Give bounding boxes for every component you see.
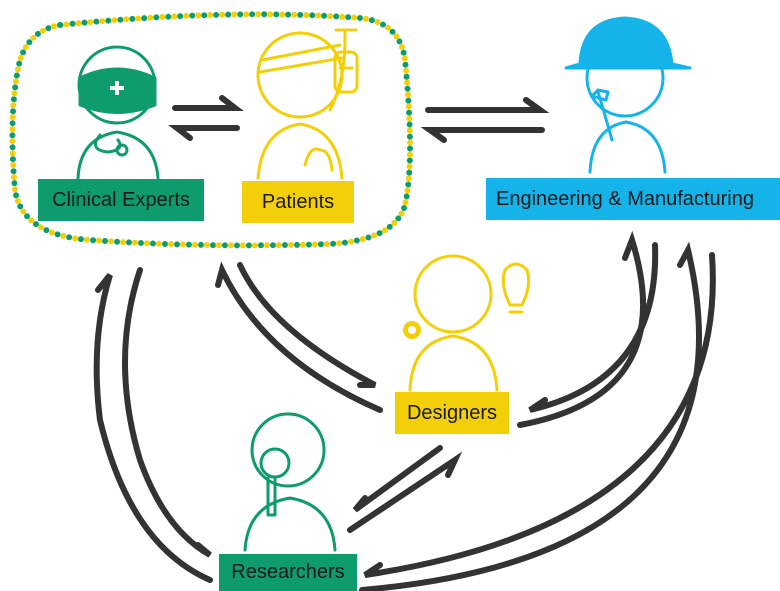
hardhat-worker-icon: [564, 16, 692, 174]
arrow-researchers-to-group: [93, 273, 213, 583]
surgeon-icon: [76, 45, 160, 180]
arrow-designers-to-researchers: [352, 445, 443, 513]
researchers-label: Researchers: [219, 554, 357, 591]
arrow-patients-to-clinical: [168, 125, 240, 141]
arrow-engineering-to-researchers: [363, 252, 716, 578]
connection-arrows: [93, 95, 716, 591]
patient-with-iv-icon: [256, 28, 359, 180]
researcher-magnifier-icon: [243, 412, 337, 552]
arrow-researchers-to-designers: [347, 451, 463, 533]
arrow-group-to-designers: [237, 262, 377, 388]
arrow-patients-to-engineering: [425, 97, 550, 113]
group-boundary: [9, 11, 413, 249]
arrow-designers-to-group: [215, 261, 383, 413]
arrow-engineering-to-designers: [528, 242, 659, 413]
arrow-researchers-to-engineering: [359, 241, 703, 591]
arrow-designers-to-engineering: [517, 230, 647, 428]
designer-idea-icon: [403, 254, 531, 392]
patients-label: Patients: [242, 181, 354, 223]
designers-label: Designers: [395, 392, 509, 434]
arrow-engineering-to-patients: [420, 127, 545, 143]
engineering-manufacturing-label: Engineering & Manufacturing: [486, 178, 780, 220]
arrow-group-to-researchers: [122, 267, 212, 558]
clinical-experts-label: Clinical Experts: [38, 179, 204, 221]
arrow-clinical-to-patients: [172, 95, 244, 111]
